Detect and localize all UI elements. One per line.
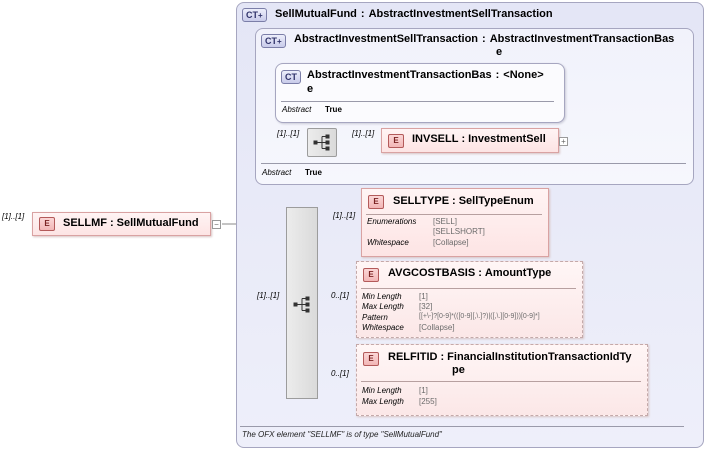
element-badge: E <box>368 195 384 209</box>
mid-abstract-label: Abstract <box>262 168 292 177</box>
prop-value: [SELLSHORT] <box>433 227 485 236</box>
prop-label: Whitespace <box>367 238 409 247</box>
prop-label: Max Length <box>362 302 404 311</box>
invsell-cardinality: [1]..[1] <box>352 129 375 138</box>
mid-type-title: AbstractInvestmentSellTransaction:Abstra… <box>294 33 675 45</box>
prop-label: Whitespace <box>362 323 404 332</box>
root-cardinality: [1]..[1] <box>2 212 25 221</box>
element-badge: E <box>388 134 404 148</box>
complex-type-badge: CT+ <box>261 34 286 48</box>
divider <box>361 288 576 289</box>
prop-value: [1] <box>419 386 428 395</box>
selltype-name: SELLTYPE:SellTypeEnum <box>393 195 534 207</box>
avgcostbasis-name: AVGCOSTBASIS:AmountType <box>388 267 552 279</box>
divider <box>361 381 641 382</box>
relfitid-name: RELFITID:FinancialInstitutionTransaction… <box>388 351 632 363</box>
invsell-element[interactable]: E INVSELL:InvestmentSell <box>381 128 559 153</box>
prop-label: Max Length <box>362 397 404 406</box>
divider <box>240 426 684 427</box>
prop-value: [Collapse] <box>433 238 469 247</box>
mid-type-title-wrap: e <box>496 46 503 58</box>
inner-type-title: AbstractInvestmentTransactionBas:<None> <box>307 69 544 81</box>
selltype-cardinality: [1]..[1] <box>333 211 356 220</box>
divider <box>366 214 542 215</box>
sequence-compositor[interactable] <box>286 207 318 399</box>
prop-value: [255] <box>419 397 437 406</box>
complex-type-badge: CT <box>281 70 301 84</box>
prop-value: [Collapse] <box>419 323 455 332</box>
invsell-name: INVSELL:InvestmentSell <box>412 133 546 145</box>
prop-value: [SELL] <box>433 217 458 226</box>
divider <box>261 163 686 164</box>
divider <box>281 101 554 102</box>
abstract-transaction-base-box <box>275 63 565 123</box>
relfitid-cardinality: 0..[1] <box>331 369 349 378</box>
sellmf-element[interactable]: E SELLMF:SellMutualFund <box>32 212 211 236</box>
avgcostbasis-element[interactable]: E AVGCOSTBASIS:AmountType Min Length [1]… <box>356 261 583 338</box>
prop-value: [32] <box>419 302 433 311</box>
prop-value: [[+\-]?[0-9]*(([0-9][,\.]?)|([,\.][0-9])… <box>419 313 540 320</box>
sellmf-name: SELLMF:SellMutualFund <box>63 217 199 229</box>
expand-toggle[interactable]: + <box>559 137 568 146</box>
prop-label: Min Length <box>362 292 402 301</box>
seq-cardinality: [1]..[1] <box>277 129 300 138</box>
prop-label: Pattern <box>362 313 388 322</box>
relfitid-element[interactable]: E RELFITID:FinancialInstitutionTransacti… <box>356 344 648 416</box>
prop-label: Min Length <box>362 386 402 395</box>
outer-type-title: SellMutualFund:AbstractInvestmentSellTra… <box>275 8 553 20</box>
element-badge: E <box>363 352 379 366</box>
mid-abstract-value: True <box>305 168 322 177</box>
collapse-toggle[interactable]: − <box>212 220 221 229</box>
complex-type-badge: CT+ <box>242 8 267 22</box>
inner-abstract-label: Abstract <box>282 105 312 114</box>
inner-type-title-wrap: e <box>307 83 314 95</box>
main-seq-cardinality: [1]..[1] <box>257 291 280 300</box>
element-badge: E <box>39 217 55 231</box>
element-badge: E <box>363 268 379 282</box>
inner-abstract-value: True <box>325 105 342 114</box>
type-caption: The OFX element "SELLMF" is of type "Sel… <box>242 430 442 439</box>
prop-value: [1] <box>419 292 428 301</box>
avgcostbasis-cardinality: 0..[1] <box>331 291 349 300</box>
relfitid-name-wrap: pe <box>452 364 465 376</box>
selltype-element[interactable]: E SELLTYPE:SellTypeEnum Enumerations [SE… <box>361 188 549 257</box>
prop-label: Enumerations <box>367 217 417 226</box>
sequence-icon <box>313 134 330 151</box>
sequence-compositor[interactable] <box>307 128 337 157</box>
sequence-icon <box>293 296 310 313</box>
